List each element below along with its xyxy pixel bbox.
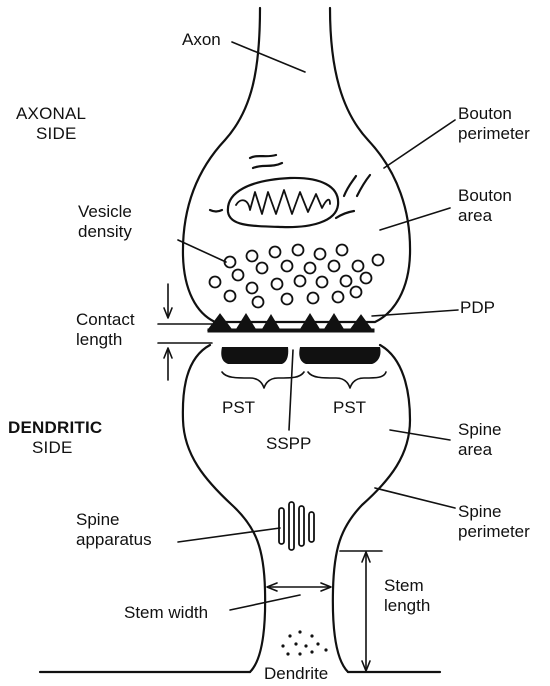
label-pst-right: PST: [333, 398, 366, 418]
label-bouton-area-line2: area: [458, 206, 512, 226]
er-fragment: [357, 175, 370, 196]
spine-apparatus: [279, 502, 314, 550]
er-fragment: [210, 210, 222, 212]
label-contact-length: Contact length: [76, 310, 135, 350]
leader-spine-perimeter: [375, 488, 455, 508]
axonal-side-line2: SIDE: [16, 124, 86, 144]
dendrite-dots: [281, 630, 327, 655]
dendritic-side-label: DENDRITIC SIDE: [8, 418, 102, 458]
label-spine-area-line1: Spine: [458, 420, 501, 440]
leader-bouton-area: [380, 208, 450, 230]
mitochondrion-cristae: [236, 190, 330, 214]
bouton-outline: [183, 8, 410, 322]
vesicle-cluster: [210, 245, 384, 308]
label-dendrite: Dendrite: [264, 664, 328, 684]
label-bouton-perimeter-line2: perimeter: [458, 124, 530, 144]
leader-vesicle-density: [178, 240, 226, 262]
mitochondrion: [228, 178, 338, 227]
axonal-side-label: AXONAL SIDE: [16, 104, 86, 144]
label-contact-length-line2: length: [76, 330, 135, 350]
er-fragment: [344, 176, 356, 196]
leader-axon: [232, 42, 305, 72]
label-spine-apparatus-line1: Spine: [76, 510, 152, 530]
label-pdp: PDP: [460, 298, 495, 318]
label-axon: Axon: [182, 30, 221, 50]
label-stem-width: Stem width: [124, 603, 208, 623]
postsynaptic-thickenings: [221, 347, 380, 364]
label-spine-perimeter-line2: perimeter: [458, 522, 530, 542]
label-pst-left: PST: [222, 398, 255, 418]
leader-bouton-perimeter: [384, 120, 455, 168]
label-vesicle-density: Vesicle density: [78, 202, 132, 242]
label-stem-length-line2: length: [384, 596, 430, 616]
label-bouton-perimeter: Bouton perimeter: [458, 104, 530, 144]
er-fragment: [336, 211, 354, 218]
er-fragment: [250, 155, 276, 158]
label-vesicle-density-line1: Vesicle: [78, 202, 132, 222]
dendritic-side-line2: SIDE: [8, 438, 102, 458]
leader-pdp: [372, 310, 458, 316]
label-bouton-area: Bouton area: [458, 186, 512, 226]
label-stem-length-line1: Stem: [384, 576, 430, 596]
label-vesicle-density-line2: density: [78, 222, 132, 242]
axonal-side-line1: AXONAL: [16, 104, 86, 124]
label-bouton-area-line1: Bouton: [458, 186, 512, 206]
leader-spine-area: [390, 430, 450, 440]
label-spine-perimeter: Spine perimeter: [458, 502, 530, 542]
pst-brace-right: [308, 372, 386, 388]
label-sspp: SSPP: [266, 434, 311, 454]
spine-outline-right: [333, 345, 410, 672]
leader-spine-apparatus: [178, 528, 280, 542]
label-spine-apparatus-line2: apparatus: [76, 530, 152, 550]
label-spine-apparatus: Spine apparatus: [76, 510, 152, 550]
label-spine-perimeter-line1: Spine: [458, 502, 530, 522]
label-stem-length: Stem length: [384, 576, 430, 616]
er-fragment: [253, 163, 282, 168]
label-spine-area-line2: area: [458, 440, 501, 460]
label-bouton-perimeter-line1: Bouton: [458, 104, 530, 124]
label-contact-length-line1: Contact: [76, 310, 135, 330]
label-spine-area: Spine area: [458, 420, 501, 460]
leader-sspp: [289, 350, 293, 430]
dendritic-side-line1: DENDRITIC: [8, 418, 102, 438]
